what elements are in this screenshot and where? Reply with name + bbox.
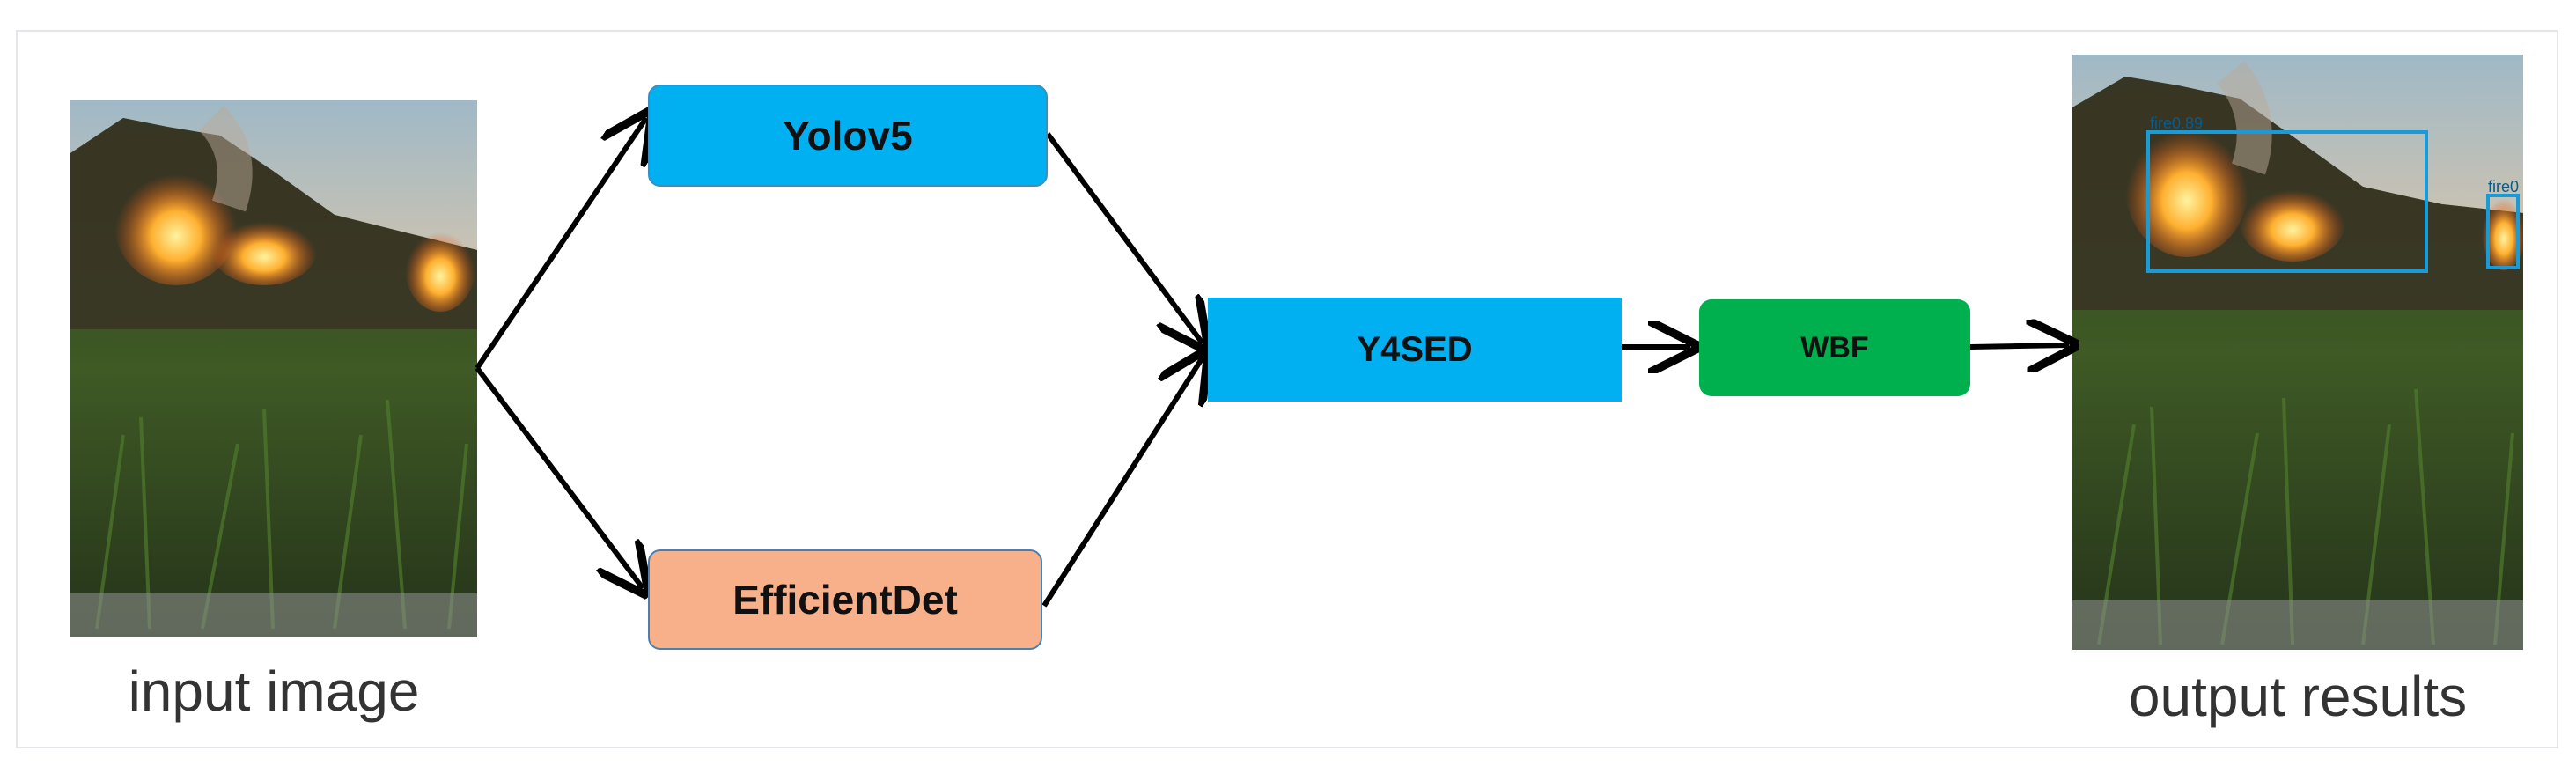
arrow-wbf-to-output [1969, 345, 2069, 347]
arrow-input-to-efficientdet [475, 366, 643, 588]
input-image [70, 100, 477, 637]
arrow-efficientdet-to-y4sed [1041, 357, 1203, 608]
detection-label: fire0 [2488, 178, 2520, 195]
arrow-input-to-yolov5 [475, 118, 646, 370]
output-image [2072, 55, 2523, 650]
output-caption: output results [2128, 665, 2468, 728]
efficientdet-node: EfficientDet [648, 549, 1042, 650]
input-caption: input image [128, 659, 420, 723]
y4sed-label: Y4SED [1357, 329, 1473, 369]
wbf-label: WBF [1800, 330, 1869, 365]
yolov5-label: Yolov5 [783, 113, 913, 158]
wbf-node: WBF [1699, 299, 1970, 396]
arrow-yolov5-to-y4sed [1045, 132, 1203, 343]
yolov5-node: Yolov5 [648, 85, 1048, 187]
y4sed-node: Y4SED [1208, 298, 1622, 402]
detection-box [2486, 194, 2520, 269]
efficientdet-label: EfficientDet [732, 577, 958, 623]
detection-box [2146, 130, 2428, 273]
detection-label: fire0.89 [2150, 114, 2204, 132]
